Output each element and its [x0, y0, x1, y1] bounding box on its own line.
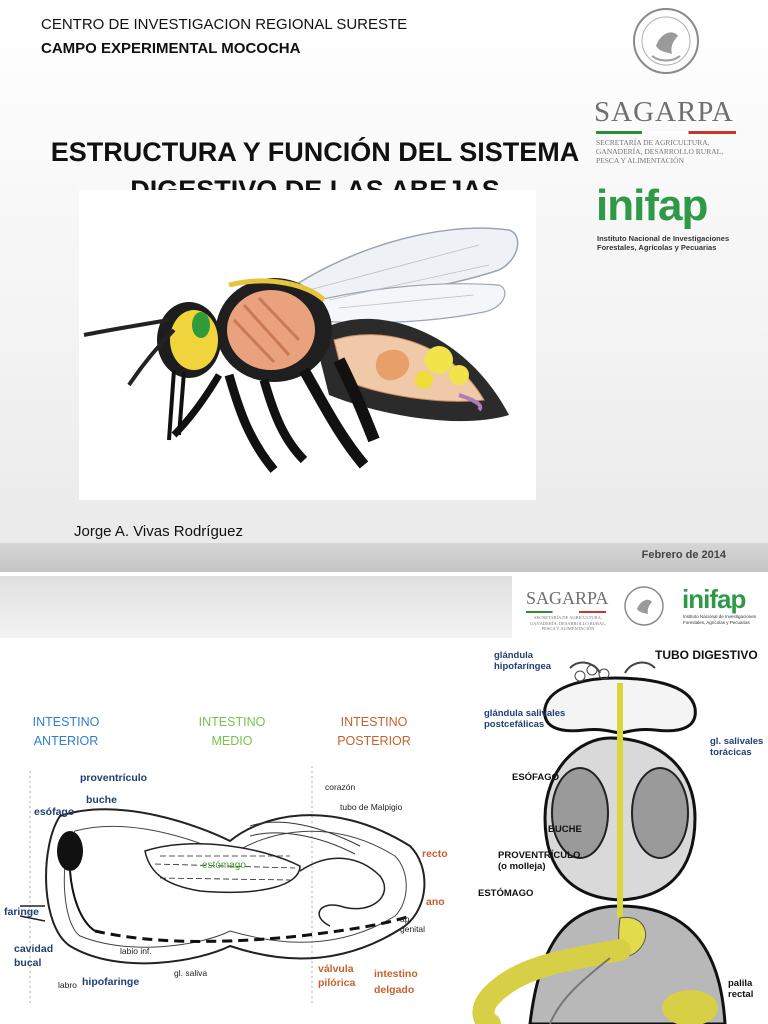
eagle-seal-icon	[633, 8, 699, 74]
label-buche: buche	[86, 794, 117, 806]
institution-line-2: CAMPO EXPERIMENTAL MOCOCHA	[41, 40, 301, 57]
label-ap-genital: ap. genital	[400, 914, 426, 934]
label-ano: ano	[426, 896, 445, 908]
section-posterior: INTESTINO POSTERIOR	[337, 715, 411, 748]
label-valvula-pilorica: válvula pilórica	[318, 963, 356, 989]
label-gl-salivales-toracicas: gl. salivales torácicas	[710, 736, 764, 758]
label-buche-right: BUCHE	[548, 824, 582, 835]
author-name: Jorge A. Vivas Rodríguez	[74, 523, 243, 540]
label-cavidad-bucal: cavidad bucal	[14, 943, 54, 969]
mexico-seal-logo	[628, 6, 704, 76]
footer-band	[0, 543, 768, 576]
label-labro: labro	[58, 980, 77, 990]
sagarpa-color-bar-small	[526, 611, 606, 613]
label-glandula-salivales-postcefalicas: glándula salivales postcefálicas	[484, 708, 566, 730]
sagarpa-logo-small: SAGARPA	[526, 588, 609, 608]
inifap-logo-small: inifap	[682, 584, 746, 614]
section-anterior: INTESTINO ANTERIOR	[32, 715, 100, 748]
label-palila-rectal: palila rectal	[728, 978, 754, 1000]
label-estomago-right: ESTÓMAGO	[478, 888, 534, 899]
section-medio: INTESTINO MEDIO	[198, 715, 266, 748]
sagarpa-color-bar	[596, 131, 736, 134]
sagarpa-logo: SAGARPA	[594, 96, 734, 128]
bee-icon	[83, 227, 519, 473]
label-estomago: estómago	[202, 860, 246, 871]
slide-separator	[0, 572, 768, 578]
tubo-digestivo-title: TUBO DIGESTIVO	[655, 648, 758, 662]
sagarpa-subtitle-small: SECRETARÍA DE AGRICULTURA, GANADERÍA, DE…	[529, 615, 607, 631]
label-tubo-malpigio: tubo de Malpigio	[340, 802, 403, 812]
label-esofago-right: ESÓFAGO	[512, 772, 559, 783]
label-faringe: faringe	[4, 906, 40, 918]
bee-anatomy-illustration	[79, 190, 536, 500]
institution-line-1: CENTRO DE INVESTIGACION REGIONAL SURESTE	[41, 16, 408, 33]
label-corazon: corazón	[325, 782, 356, 792]
label-labio-inf: labio inf.	[120, 946, 152, 956]
title-line-1: ESTRUCTURA Y FUNCIÓN DEL SISTEMA	[50, 137, 580, 167]
label-glandula-hipofaringea: glándula hipofaríngea	[494, 650, 552, 672]
tubo-digestivo-diagram	[472, 661, 727, 1024]
inifap-logo: inifap	[596, 181, 708, 230]
inifap-subtitle-small: Instituto Nacional de Investigaciones Fo…	[683, 614, 757, 625]
presentation-date: Febrero de 2014	[641, 549, 726, 561]
mexico-seal-logo-small	[622, 584, 666, 628]
label-proventriculo: proventrículo	[80, 772, 148, 784]
digestive-system-slide: SAGARPA SECRETARÍA DE AGRICULTURA, GANAD…	[0, 576, 768, 1024]
inifap-subtitle: Instituto Nacional de Investigaciones Fo…	[597, 234, 730, 252]
sagarpa-subtitle: SECRETARÍA DE AGRICULTURA, GANADERÍA, DE…	[596, 138, 724, 165]
label-hipofaringe: hipofaringe	[82, 976, 140, 988]
label-proventriculo-right: PROVENTRÍCULO (o molleja)	[498, 850, 581, 872]
digestive-tract-diagram	[19, 766, 426, 1006]
label-gl-saliva: gl. saliva	[174, 968, 208, 978]
title-slide: CENTRO DE INVESTIGACION REGIONAL SURESTE…	[0, 0, 768, 576]
label-recto: recto	[422, 848, 448, 860]
label-intestino-delgado: intestino delgado	[374, 968, 418, 996]
label-esofago: esófago	[34, 806, 75, 818]
eagle-seal-icon	[624, 586, 664, 626]
